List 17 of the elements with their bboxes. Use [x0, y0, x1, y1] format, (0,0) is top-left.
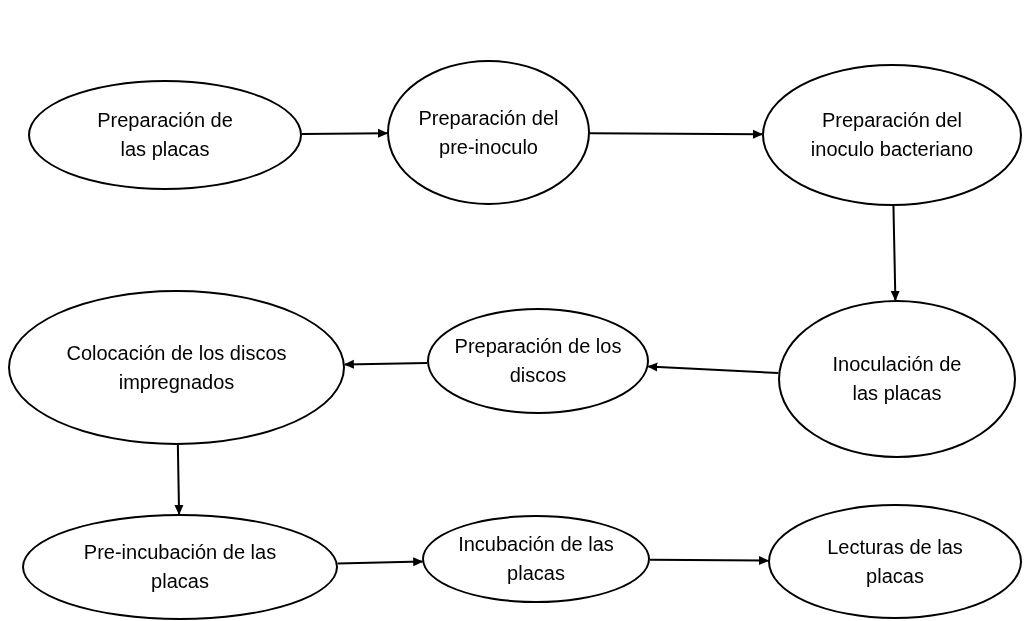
- step-text: Preparación del inoculo bacteriano: [809, 108, 975, 162]
- arrow: [336, 557, 424, 567]
- arrow: [343, 359, 429, 369]
- step-text: Preparación de los discos: [453, 334, 623, 388]
- arrow: [174, 444, 184, 515]
- arrow: [589, 129, 763, 139]
- arrow: [647, 362, 780, 375]
- arrow: [890, 205, 900, 301]
- step-text: Preparación de las placas: [96, 108, 234, 162]
- step-text: Incubación de las placas: [457, 532, 615, 586]
- step-text: Pre-incubación de las placas: [82, 540, 278, 594]
- step-text: Preparación del pre-inoculo: [417, 105, 560, 160]
- step-text: Colocación de los discos impregnados: [65, 340, 288, 395]
- step-text: Lecturas de las placas: [826, 534, 964, 589]
- arrow: [649, 556, 769, 566]
- step-text: Inoculación de las placas: [831, 352, 963, 406]
- arrow: [300, 128, 388, 138]
